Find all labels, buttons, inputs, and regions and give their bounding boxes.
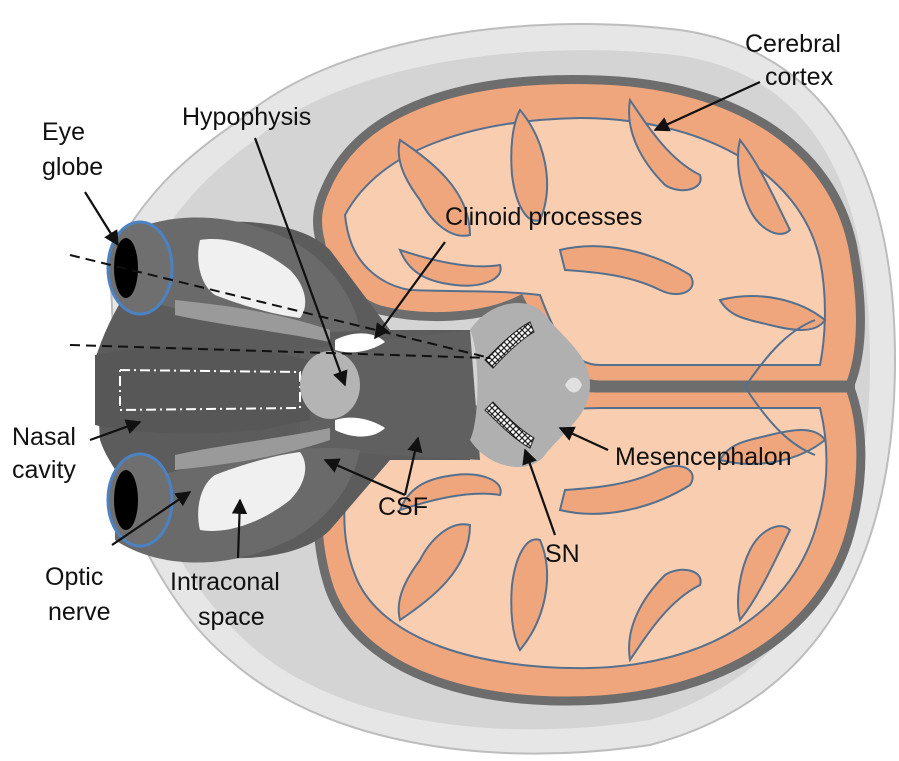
hypophysis-shape	[300, 351, 360, 419]
nasal-cavity	[95, 347, 310, 434]
label-optic-nerve-2: nerve	[48, 598, 111, 626]
label-nasal-cavity-1: Nasal	[12, 423, 76, 451]
label-intraconal-space-1: Intraconal	[170, 568, 280, 596]
arrow-eye-globe	[85, 192, 118, 245]
label-hypophysis: Hypophysis	[182, 103, 311, 131]
label-sn: SN	[545, 540, 580, 568]
eye-globe-upper	[108, 222, 172, 314]
label-cerebral-cortex-1: Cerebral	[745, 30, 841, 58]
label-optic-nerve-1: Optic	[45, 563, 103, 591]
label-eye-globe-2: globe	[42, 153, 103, 181]
label-intraconal-space-2: space	[198, 603, 265, 631]
label-mesencephalon: Mesencephalon	[615, 443, 792, 471]
label-nasal-cavity-2: cavity	[12, 456, 76, 484]
label-clinoid-processes: Clinoid processes	[445, 203, 642, 231]
label-cerebral-cortex-2: cortex	[765, 63, 834, 91]
label-csf: CSF	[378, 493, 428, 521]
label-eye-globe-1: Eye	[42, 118, 85, 146]
eye-globe-lower	[108, 454, 172, 546]
